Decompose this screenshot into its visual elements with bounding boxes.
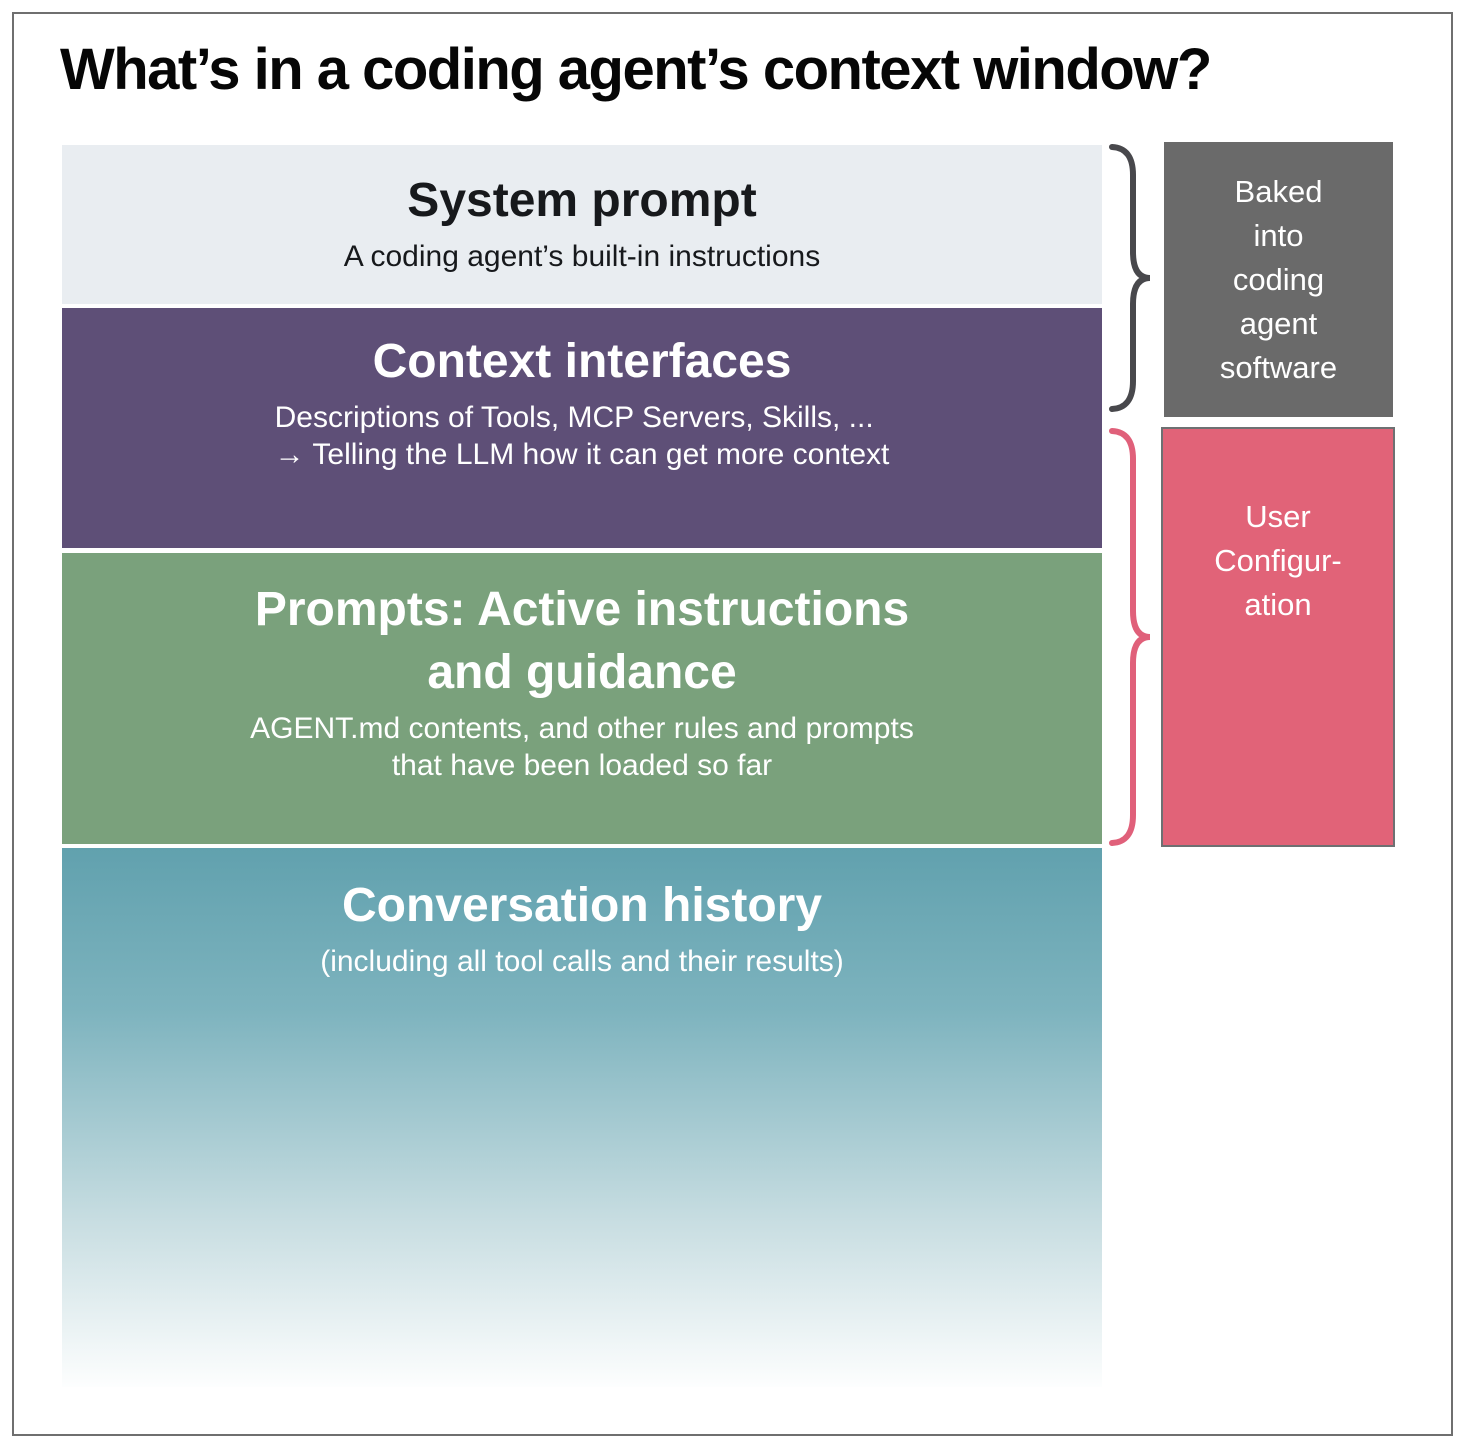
system-prompt-subtitle: A coding agent’s built-in instructions bbox=[343, 240, 821, 273]
brace-baked-into-software bbox=[1109, 144, 1151, 412]
user-configuration-label: User Configur- ation bbox=[1214, 499, 1342, 622]
layer-context-interfaces: Context interfaces Descriptions of Tools… bbox=[62, 308, 1102, 548]
context-interfaces-heading: Context interfaces bbox=[372, 335, 792, 388]
system-prompt-heading: System prompt bbox=[407, 174, 757, 227]
baked-into-software-label: Baked into coding agent software bbox=[1219, 173, 1338, 385]
brace-user-configuration bbox=[1109, 428, 1151, 846]
layer-conversation-history: Conversation history (including all tool… bbox=[62, 848, 1102, 1387]
baked-into-software-box: Baked into coding agent software bbox=[1164, 142, 1393, 417]
prompts-heading: Prompts: Active instructions and guidanc… bbox=[254, 583, 910, 699]
prompts-subtitle: AGENT.md contents, and other rules and p… bbox=[250, 712, 914, 782]
layer-system-prompt: System prompt A coding agent’s built-in … bbox=[62, 145, 1102, 304]
layer-prompts-active-instructions: Prompts: Active instructions and guidanc… bbox=[62, 553, 1102, 844]
conversation-history-subtitle: (including all tool calls and their resu… bbox=[320, 945, 844, 978]
page-title: What’s in a coding agent’s context windo… bbox=[60, 37, 1212, 102]
context-interfaces-subtitle: Descriptions of Tools, MCP Servers, Skil… bbox=[274, 401, 890, 471]
outer-border bbox=[12, 12, 1453, 1436]
conversation-history-heading: Conversation history bbox=[341, 879, 823, 932]
user-configuration-box: User Configur- ation bbox=[1161, 427, 1395, 847]
